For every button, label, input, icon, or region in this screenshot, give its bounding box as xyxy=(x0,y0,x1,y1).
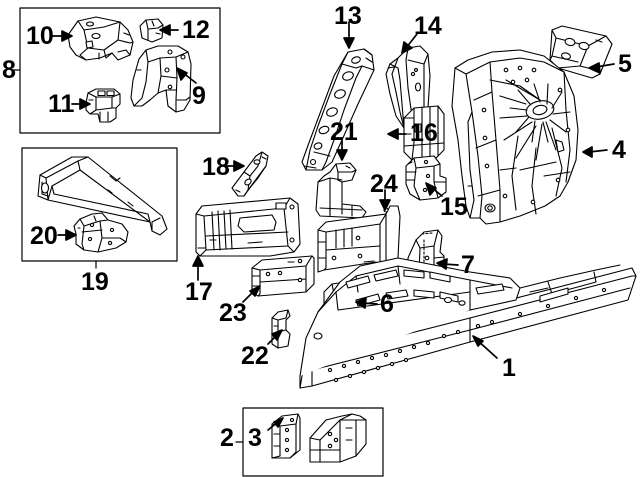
part-1-rocker-sill-outer-panel xyxy=(299,257,637,389)
callout-1: 1 xyxy=(502,354,516,382)
callout-16: 16 xyxy=(410,119,438,147)
part-3b-crossmember-box-section xyxy=(309,413,367,463)
part-13-a-pillar-reinforcement xyxy=(301,48,375,171)
part-10-front-fender-bracket xyxy=(67,16,134,61)
callout-8: 8 xyxy=(2,56,16,84)
callout-14: 14 xyxy=(414,12,442,40)
callout-15: 15 xyxy=(440,193,468,221)
callout-10: 10 xyxy=(26,22,54,50)
callout-12: 12 xyxy=(182,16,210,44)
callout-13: 13 xyxy=(334,2,362,30)
callout-7: 7 xyxy=(461,251,475,279)
callout-6: 6 xyxy=(380,290,394,318)
callout-23: 23 xyxy=(219,299,247,327)
part-24-floor-reinforcement-panel xyxy=(317,205,401,273)
callout-2: 2 xyxy=(220,424,234,452)
part-19-rear-floor-crossmember xyxy=(37,156,168,236)
part-18-roof-rail-bracket xyxy=(231,151,269,197)
callout-21: 21 xyxy=(330,118,358,146)
callout-17: 17 xyxy=(185,278,213,306)
callout-24: 24 xyxy=(370,170,398,198)
callout-5: 5 xyxy=(618,50,632,78)
part-9-wheelhouse-bracket xyxy=(130,45,192,113)
callout-9: 9 xyxy=(192,82,206,110)
callout-20: 20 xyxy=(30,222,58,250)
callout-22: 22 xyxy=(241,342,269,370)
part-22-small-brace xyxy=(271,309,291,349)
callout-19: 19 xyxy=(81,268,109,296)
part-20-seat-mount-bracket xyxy=(73,212,129,253)
part-16-pillar-reinforcement-plate xyxy=(403,105,445,161)
part-17-sill-inner-reinforcement xyxy=(195,197,301,257)
part-21-angle-bracket xyxy=(315,162,367,219)
callout-11: 11 xyxy=(48,90,75,118)
callout-18: 18 xyxy=(202,153,230,181)
part-4-quarter-inner-panel xyxy=(451,49,579,225)
callout-3: 3 xyxy=(248,424,262,452)
callout-4: 4 xyxy=(612,136,626,164)
part-23-sill-extension-box xyxy=(251,255,315,297)
part-11-mounting-bracket xyxy=(85,88,121,123)
